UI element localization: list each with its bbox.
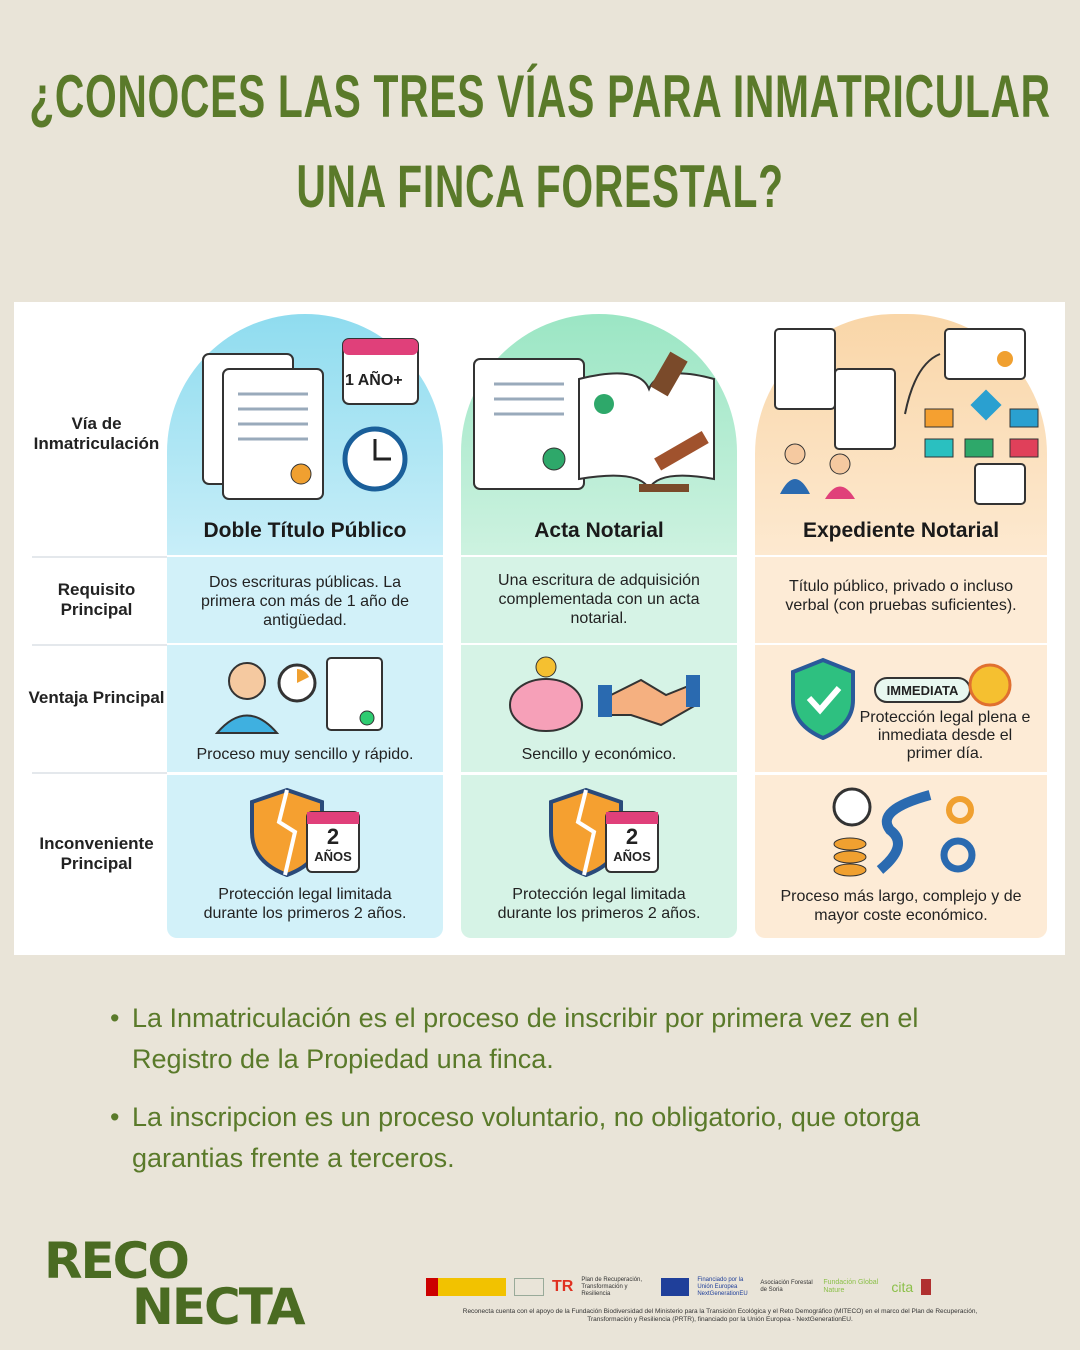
column-title: Expediente Notarial (802, 519, 1000, 542)
divider (32, 556, 167, 558)
prtr-mark: TR (552, 1278, 574, 1295)
column-expediente-notarial: Expediente Notarial Título público, priv… (755, 314, 1047, 938)
requisito-cell: Una escritura de adquisición complementa… (461, 557, 737, 643)
reconecta-logo: RECO NECTA (44, 1232, 306, 1336)
ventaja-cell: Sencillo y económico. (461, 645, 737, 772)
broken-shield-calendar-icon (250, 787, 360, 877)
row-label-inconveniente: Inconveniente Principal (39, 834, 154, 873)
inconveniente-text: Protección legal limitada durante los pr… (497, 886, 701, 922)
divider (32, 644, 167, 646)
page-title-line2: UNA FINCA FORESTAL? (296, 153, 784, 220)
page-title-line1: ¿CONOCES LAS TRES VÍAS PARA INMATRICULAR (29, 63, 1051, 130)
logo-line1: RECO (44, 1232, 190, 1290)
inconveniente-text: Protección legal limitada durante los pr… (203, 886, 407, 922)
logo-line2: NECTA (132, 1278, 306, 1336)
column-header: 1 AÑO+ Doble Título Público (167, 314, 443, 555)
spain-government-logo (426, 1278, 506, 1296)
years-label: AÑOS (613, 849, 651, 864)
column-acta-notarial: Acta Notarial Una escritura de adquisici… (461, 314, 737, 938)
ventaja-text: Protección legal plena e inmediata desde… (859, 709, 1031, 762)
clock-coins-path-gears-icon (832, 787, 976, 877)
documents-people-flowchart-icon (774, 328, 1039, 505)
sponsor-cita: cita (891, 1279, 914, 1295)
column-title: Acta Notarial (534, 519, 664, 542)
column-header: Expediente Notarial (755, 314, 1047, 555)
sponsor-logos: TR Plan de Recuperación, Transformación … (426, 1274, 1016, 1300)
ventaja-cell: IMMEDIATA Protección legal plena e inmed… (755, 645, 1047, 772)
broken-shield-calendar-icon (549, 787, 659, 877)
bullet-dot: • (110, 1102, 120, 1132)
infographic-table: Vía de Inmatriculación Requisito Princip… (14, 302, 1065, 955)
row-label-ventaja: Ventaja Principal (28, 688, 165, 707)
requisito-cell: Dos escrituras públicas. La primera con … (167, 557, 443, 643)
piggy-bank-handshake-icon (509, 656, 700, 732)
divider (32, 772, 167, 774)
fundacion-biodiversidad-logo (514, 1278, 544, 1296)
bullet-item: • La inscripcion es un proceso voluntario… (110, 1097, 1010, 1179)
ayuntamiento-crest-icon (921, 1279, 932, 1295)
funding-credit: Reconecta cuenta con el apoyo de la Fund… (462, 1308, 978, 1323)
row-label-via: Vía de Inmatriculación (33, 414, 160, 453)
calendar-badge: 1 AÑO+ (345, 372, 403, 389)
ventaja-text: Sencillo y económico. (521, 746, 677, 763)
column-doble-titulo: 1 AÑO+ Doble Título Público Dos escritur… (167, 314, 443, 938)
sponsor-afs: Asociación Forestal de Soria (760, 1280, 813, 1293)
immediate-badge: IMMEDIATA (886, 683, 959, 698)
sponsor-eu: Financiado por la Unión Europea NextGene… (697, 1276, 748, 1297)
bullet-dot: • (110, 1003, 120, 1033)
years-number: 2 (625, 824, 639, 849)
sponsor-fgn: Fundación Global Nature (823, 1279, 879, 1294)
inconveniente-text: Proceso más largo, complejo y de mayor c… (780, 888, 1022, 924)
bullet-text: La Inmatriculación es el proceso de insc… (132, 1003, 919, 1074)
column-header: Acta Notarial (461, 314, 737, 555)
years-label: AÑOS (314, 849, 352, 864)
documents-calendar-clock-icon (202, 338, 419, 500)
requisito-cell: Título público, privado o incluso verbal… (755, 557, 1047, 643)
bullet-text: La inscripcion es un proceso voluntario,… (132, 1102, 920, 1173)
shield-check-sun-icon (791, 657, 1012, 740)
inconveniente-cell: Proceso más largo, complejo y de mayor c… (755, 775, 1047, 938)
eu-flag-icon (661, 1278, 690, 1296)
bullet-item: • La Inmatriculación es el proceso de ins… (110, 998, 1010, 1080)
ventaja-cell: Proceso muy sencillo y rápido. (167, 645, 443, 772)
row-label-requisito: Requisito Principal (57, 580, 136, 619)
document-book-gavel-icon (473, 351, 715, 492)
sponsor-prtr: Plan de Recuperación, Transformación y R… (581, 1276, 643, 1297)
person-stopwatch-document-icon (214, 657, 383, 734)
column-title: Doble Título Público (203, 519, 407, 542)
years-number: 2 (326, 824, 340, 849)
ventaja-text: Proceso muy sencillo y rápido. (196, 746, 414, 763)
